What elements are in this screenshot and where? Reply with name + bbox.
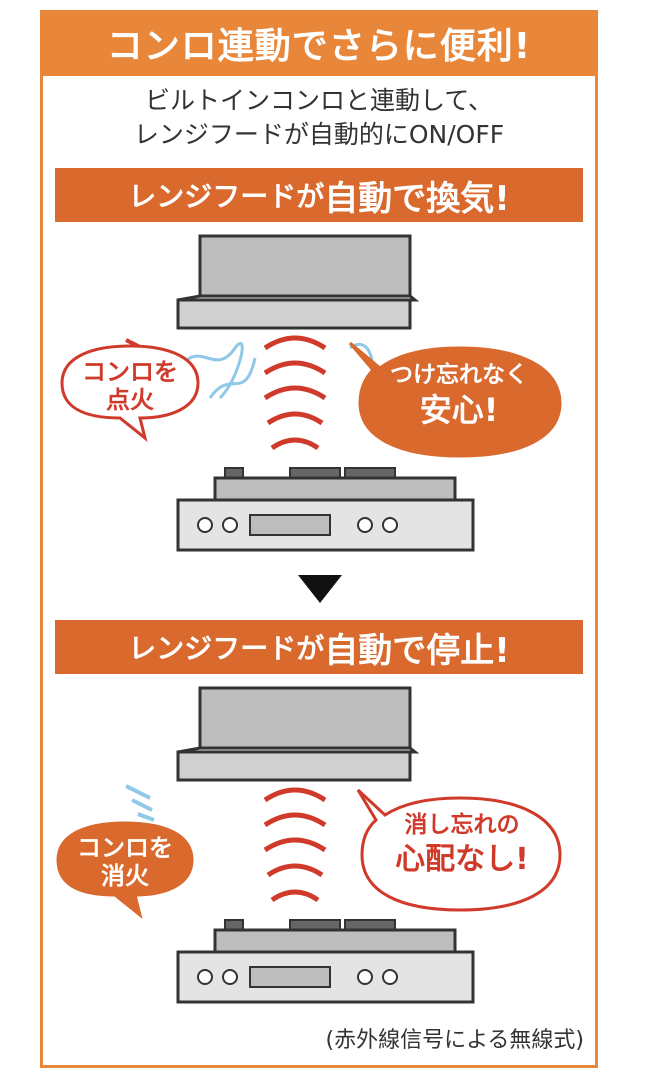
reassurance-bubble-text: つけ忘れなく 安心! bbox=[364, 360, 554, 430]
intro-line-2: レンジフードが自動的にON/OFF bbox=[133, 120, 505, 149]
no-worry-bubble bbox=[356, 788, 562, 912]
ignite-bubble-line-1: コンロを bbox=[82, 358, 178, 386]
heat-waves-icon bbox=[263, 787, 327, 903]
banner-auto-stop: レンジフードが自動で停止! bbox=[55, 620, 583, 674]
banner-auto-ventilate: レンジフードが自動で換気! bbox=[55, 168, 583, 222]
banner-prefix: レンジフードが bbox=[128, 632, 325, 665]
scene-extinguish bbox=[56, 686, 562, 1004]
signal-lines-icon bbox=[125, 784, 155, 822]
no-worry-bubble-line-2: 心配なし! bbox=[395, 842, 529, 877]
no-worry-bubble-line-1: 消し忘れの bbox=[404, 812, 520, 838]
extinguish-bubble-line-1: コンロを bbox=[77, 834, 173, 862]
ignite-bubble-text: コンロを 点火 bbox=[62, 358, 198, 414]
cooktop-icon bbox=[176, 919, 475, 1004]
banner-prefix: レンジフードが bbox=[128, 180, 325, 213]
header-title: コンロ連動でさらに便利! bbox=[40, 10, 598, 76]
ignite-bubble-line-2: 点火 bbox=[106, 386, 154, 414]
banner-emphasis: 自動で換気! bbox=[324, 178, 510, 219]
range-hood-icon bbox=[176, 234, 420, 330]
down-arrow-icon bbox=[298, 575, 342, 603]
reassurance-bubble bbox=[348, 341, 562, 458]
reassurance-bubble-line-1: つけ忘れなく bbox=[390, 362, 528, 388]
range-hood-icon bbox=[176, 686, 420, 782]
reassurance-bubble-line-2: 安心! bbox=[419, 391, 499, 429]
heat-waves-icon bbox=[263, 335, 327, 451]
cooktop-icon bbox=[176, 467, 475, 552]
footnote-wireless: (赤外線信号による無線式) bbox=[325, 1028, 584, 1053]
ignite-bubble bbox=[60, 344, 200, 442]
scene-ignite bbox=[60, 234, 562, 552]
no-worry-bubble-text: 消し忘れの 心配なし! bbox=[364, 810, 560, 880]
extinguish-bubble-text: コンロを 消火 bbox=[58, 834, 192, 890]
banner-emphasis: 自動で停止! bbox=[324, 630, 510, 671]
intro-line-1: ビルトインコンロと連動して、 bbox=[144, 86, 493, 115]
extinguish-bubble-line-2: 消火 bbox=[101, 862, 149, 890]
extinguish-bubble bbox=[56, 821, 194, 919]
